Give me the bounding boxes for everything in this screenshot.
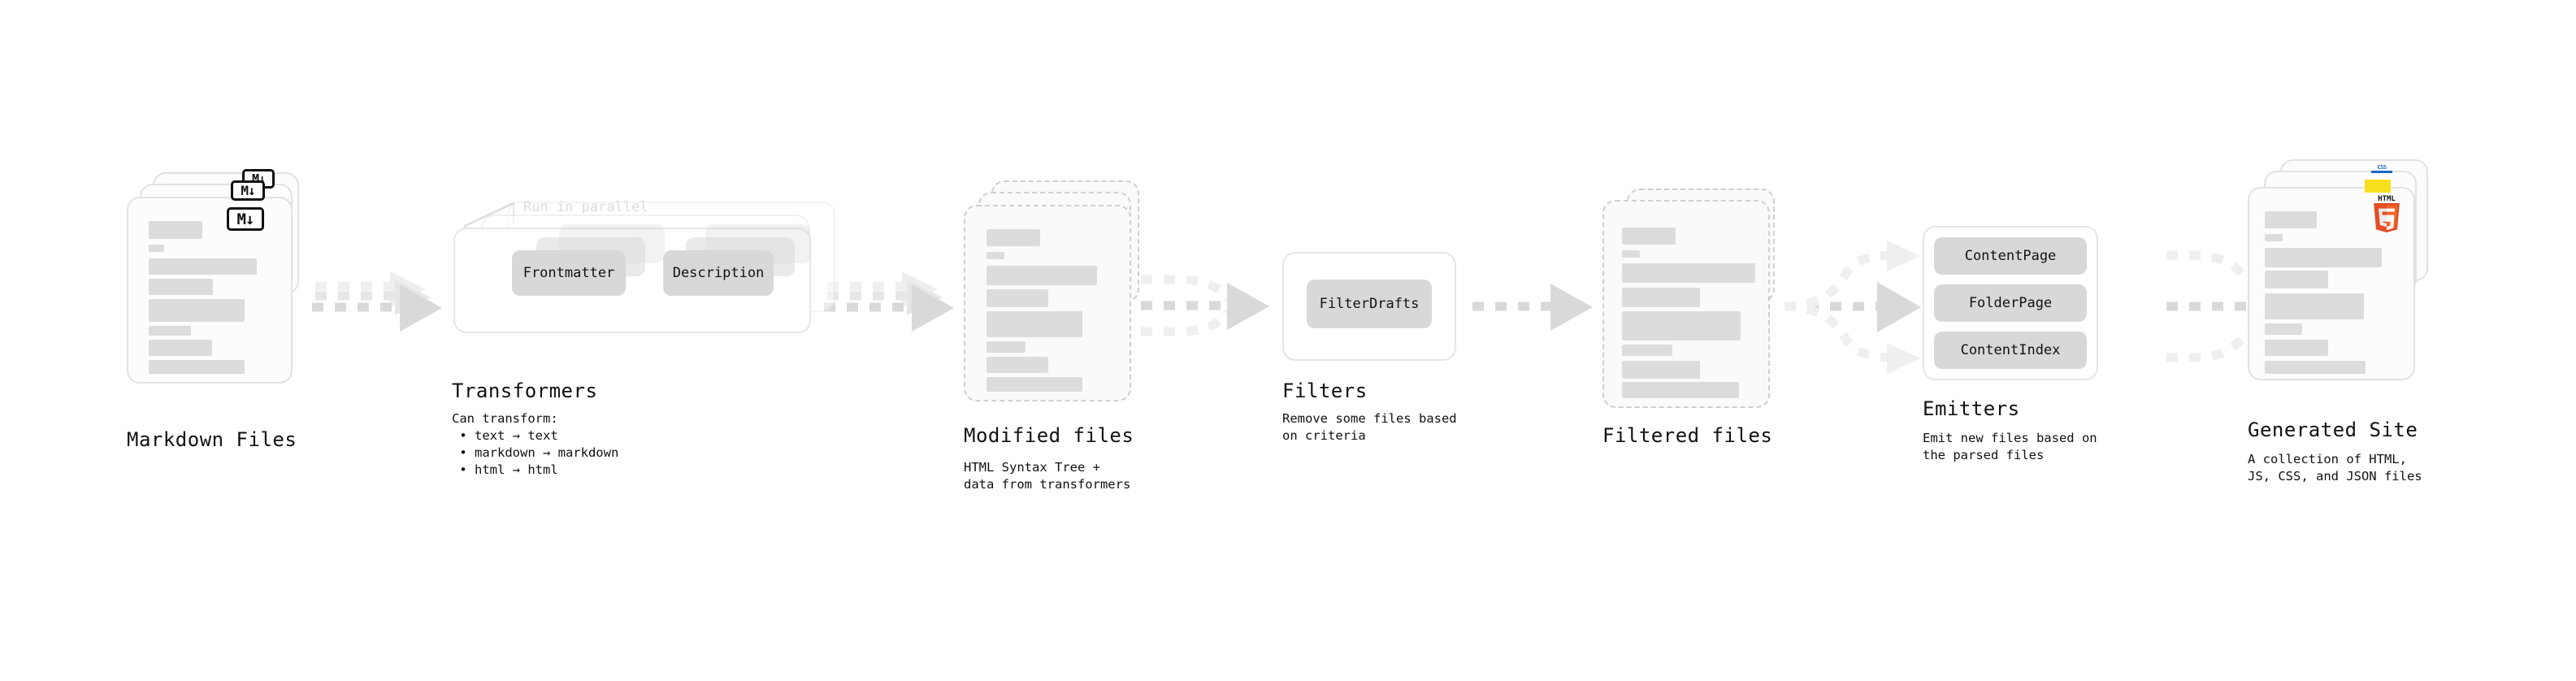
skeleton-line: [987, 289, 1048, 307]
skeleton-line: [2265, 248, 2382, 267]
skeleton-line: [149, 279, 213, 295]
arrow-filtered-to-emitters: [1784, 241, 1921, 374]
html5-badge-label: HTML: [2378, 195, 2396, 203]
transformers-title: Transformers: [452, 380, 598, 402]
chip-filterdrafts[interactable]: FilterDrafts: [1307, 280, 1432, 328]
modified-files-subtitle: HTML Syntax Tree + data from transformer…: [964, 460, 1131, 492]
skeleton-line: [987, 357, 1048, 373]
markdown-card-front: [127, 197, 293, 384]
run-in-parallel-note: Run in parallel: [523, 199, 648, 215]
generated-site-title: Generated Site: [2248, 419, 2418, 441]
skeleton-line: [987, 377, 1082, 392]
chip-contentindex[interactable]: ContentIndex: [1934, 332, 2087, 369]
skeleton-line: [987, 229, 1040, 246]
skeleton-line: [149, 258, 257, 275]
emitters-title: Emitters: [1923, 397, 2020, 420]
arrow-markdown-to-transformers: [312, 271, 442, 332]
skeleton-line: [149, 221, 202, 239]
css-badge: CSS: [2371, 164, 2392, 176]
markdown-files-stack: M↓ M↓ M↓: [127, 169, 314, 384]
css-badge-label: CSS: [2377, 164, 2387, 171]
html5-badge: HTML: [2370, 195, 2404, 232]
arrow-transformers-to-modified: [824, 271, 954, 332]
modified-files-stack: [964, 180, 1151, 408]
skeleton-line: [1622, 288, 1700, 307]
filters-group: FilterDrafts: [1282, 252, 1458, 362]
emitters-subtitle: Emit new files based on the parsed files: [1923, 431, 2097, 462]
filtered-files-title: Filtered files: [1602, 424, 1773, 447]
skeleton-line: [1622, 263, 1755, 283]
skeleton-line: [2265, 293, 2364, 319]
chip-frontmatter[interactable]: Frontmatter: [512, 250, 626, 296]
chip-contentpage[interactable]: ContentPage: [1934, 237, 2087, 275]
filters-subtitle: Remove some files based on criteria: [1282, 411, 1457, 443]
skeleton-line: [2265, 340, 2328, 356]
transformers-group: Frontmatter Description: [445, 202, 835, 364]
skeleton-line: [149, 340, 212, 356]
skeleton-line: [149, 326, 191, 336]
arrow-modified-to-filters: [1141, 275, 1269, 336]
generated-site-stack: CSS HTML: [2248, 159, 2443, 387]
skeleton-line: [2265, 234, 2283, 241]
transformers-subtitle: Can transform: • text → text • markdown …: [452, 411, 619, 477]
skeleton-line: [1622, 250, 1640, 258]
skeleton-line: [149, 360, 245, 374]
skeleton-line: [987, 252, 1004, 259]
skeleton-line: [987, 341, 1026, 353]
skeleton-line: [987, 266, 1097, 285]
modified-card-front: [964, 205, 1131, 401]
html5-shield-icon: [2374, 203, 2400, 232]
skeleton-line: [2265, 361, 2366, 374]
skeleton-line: [1622, 345, 1672, 356]
emitters-group: ContentPage FolderPage ContentIndex: [1923, 226, 2110, 388]
modified-files-title: Modified files: [964, 424, 1134, 447]
skeleton-line: [1622, 361, 1700, 379]
chip-folderpage[interactable]: FolderPage: [1934, 284, 2087, 322]
skeleton-line: [2265, 271, 2328, 288]
css-badge-bar: [2371, 171, 2392, 173]
filters-title: Filters: [1282, 380, 1368, 402]
js-badge: [2365, 180, 2391, 193]
skeleton-line: [2265, 211, 2317, 228]
chip-description[interactable]: Description: [663, 250, 774, 296]
markdown-badge-back-1: M↓: [231, 180, 265, 201]
markdown-files-title: Markdown Files: [127, 428, 297, 451]
arrow-filters-to-filtered: [1472, 284, 1593, 331]
skeleton-line: [149, 245, 164, 252]
skeleton-line: [987, 311, 1082, 337]
skeleton-line: [1622, 311, 1741, 340]
skeleton-line: [1622, 228, 1676, 245]
generated-site-subtitle: A collection of HTML, JS, CSS, and JSON …: [2248, 452, 2422, 484]
markdown-badge: M↓: [227, 207, 264, 231]
skeleton-line: [1622, 382, 1739, 398]
filtered-files-stack: [1602, 189, 1789, 416]
skeleton-line: [149, 299, 245, 322]
filtered-card-front: [1602, 200, 1770, 408]
skeleton-line: [2265, 323, 2302, 335]
